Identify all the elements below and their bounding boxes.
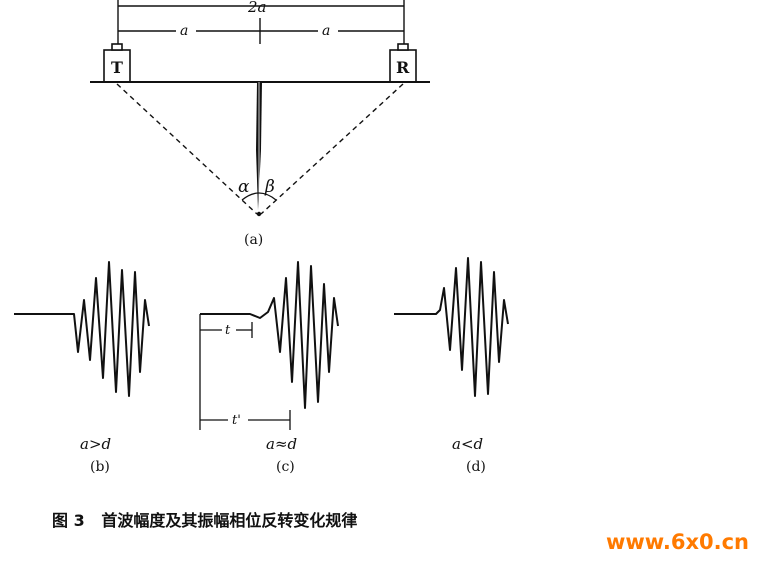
waveform-d	[394, 257, 509, 397]
waveform-c	[200, 261, 339, 409]
dim-a-left-label: a	[180, 23, 188, 39]
figure-caption: 图 3 首波幅度及其振幅相位反转变化规律	[52, 511, 357, 530]
watermark: www.6x0.cn	[606, 530, 749, 554]
angle-alpha-label: α	[238, 177, 250, 197]
condition-d: a<d	[452, 435, 483, 453]
transducer-r	[389, 43, 417, 83]
dimension-2a	[117, 0, 405, 50]
angle-beta-label: β	[264, 177, 275, 197]
time-t-prime-label: t'	[232, 413, 241, 428]
condition-c: a≈d	[266, 435, 297, 453]
dim-a-right-label: a	[322, 23, 330, 39]
dim-2a-label: 2a	[247, 0, 267, 16]
transducer-r-label: R	[396, 58, 410, 77]
crack-tip	[256, 211, 262, 217]
angle-arc	[241, 192, 277, 201]
transducer-t-label: T	[111, 58, 123, 77]
dimension-a	[118, 18, 404, 44]
panel-d-label: (d)	[466, 459, 486, 475]
panel-c-label: (c)	[276, 459, 295, 475]
time-t-label: t	[225, 323, 231, 338]
wave-paths	[116, 83, 404, 215]
condition-b: a>d	[80, 435, 111, 453]
waveform-b	[14, 261, 150, 397]
time-markers	[199, 314, 291, 430]
panel-a-label: (a)	[244, 232, 263, 248]
panel-b-label: (b)	[90, 459, 110, 475]
